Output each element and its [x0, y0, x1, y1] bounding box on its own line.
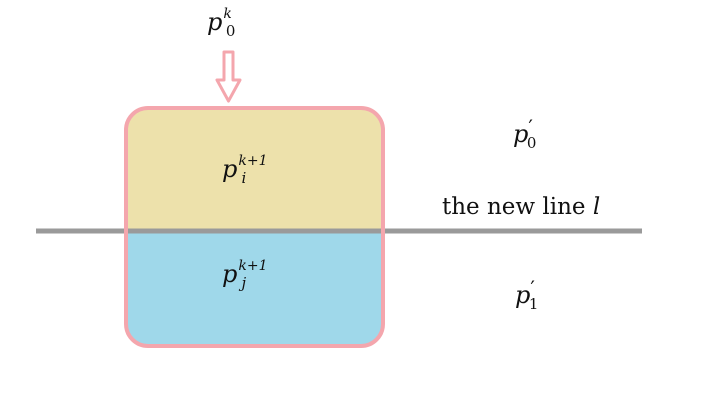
label-p0k-base: p: [207, 8, 223, 36]
label-p0k: pk0: [207, 7, 235, 39]
partition-top-region: [126, 108, 383, 231]
label-p0k-sup: k: [223, 6, 232, 22]
down-arrow-icon: [215, 50, 242, 103]
partition-bottom-region: [126, 231, 383, 346]
label-pik1-sub: i: [241, 169, 247, 187]
label-p1-prime: p′1: [515, 278, 538, 312]
label-new-line-var: l: [592, 194, 601, 220]
label-pjk1: pk+1j: [222, 259, 268, 291]
label-p1-prime-mark: ′: [530, 276, 535, 300]
label-p0k-sub: 0: [225, 22, 236, 40]
label-p0-prime: p′0: [513, 117, 536, 151]
label-p1-prime-base: p: [515, 281, 531, 309]
label-p0-prime-base: p: [513, 120, 529, 148]
label-p1-prime-sub: 1: [528, 295, 539, 313]
label-p0-prime-sub: 0: [526, 134, 537, 152]
partition-outline: [124, 106, 385, 348]
label-pik1-sup: k+1: [238, 153, 268, 169]
label-new-line-text: the new line: [442, 194, 586, 220]
label-pjk1-base: p: [222, 260, 238, 288]
label-pik1: pk+1i: [222, 154, 268, 186]
label-pik1-base: p: [222, 155, 238, 183]
label-new-line: the new line l: [442, 196, 600, 219]
label-pjk1-sup: k+1: [238, 258, 268, 274]
label-p0-prime-mark: ′: [528, 115, 533, 139]
label-pjk1-sub: j: [241, 274, 247, 292]
